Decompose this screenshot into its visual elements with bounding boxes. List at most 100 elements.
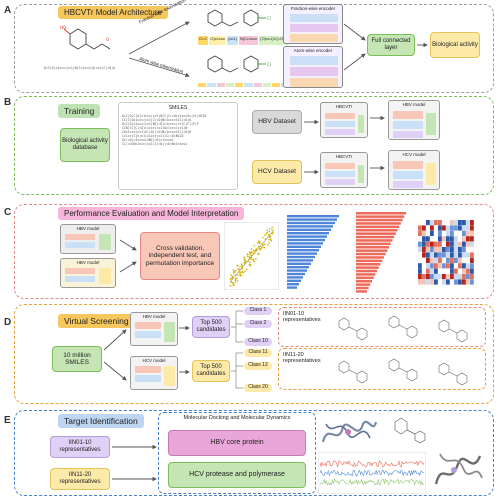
svg-text:Cl: Cl [267, 16, 271, 21]
heatmap-cell [438, 220, 442, 226]
training-arrows [304, 119, 319, 175]
thumbnail-bar [356, 273, 376, 276]
heatmap-cell [466, 252, 470, 258]
svg-text:O: O [106, 37, 109, 42]
heatmap-cell [442, 220, 446, 226]
heatmap-cell [442, 257, 446, 263]
heatmap-cell [442, 236, 446, 242]
heatmap-cell [434, 279, 438, 285]
atom-token [225, 83, 234, 87]
heatmap-cell [446, 247, 450, 253]
scatter-dot [271, 228, 273, 231]
section-b-title: Training [58, 104, 101, 118]
scatter-dot [248, 256, 251, 258]
thumbnail-bar [287, 279, 301, 282]
thumbnail-bar [287, 286, 297, 289]
thumbnail-bar [287, 225, 333, 228]
heatmap-cell [466, 230, 470, 236]
heatmap-cell [466, 220, 470, 226]
hbv-core-protein-box: HBV core protein [168, 430, 306, 456]
heatmap-cell [466, 274, 470, 280]
heatmap-cell [458, 230, 462, 236]
input-smiles: O=C(O)c1ccc(cc1)N(Cc1ccc(O)cc1)C(=O)O [44, 66, 116, 70]
scatter-dot [246, 253, 248, 255]
red-bar-chart-thumbnail [356, 212, 406, 293]
heatmap-cell [458, 252, 462, 258]
scatter-dot [239, 272, 241, 275]
class-chip: Class 10 [244, 338, 272, 346]
model-block [358, 165, 364, 183]
iin11-20-structures [338, 358, 468, 386]
section-c-frame [14, 204, 494, 299]
model-block [99, 268, 111, 284]
atom-encoder-label: Atom-wise encoder [293, 48, 333, 53]
heatmap-cell [442, 247, 446, 253]
heatmap-cell [458, 263, 462, 269]
thumbnail-bar [287, 242, 323, 245]
heatmap-cell [426, 268, 430, 274]
scatter-dot [260, 246, 263, 248]
heatmap-cell [462, 247, 466, 253]
model-block [393, 181, 423, 188]
hcv-protein-structure-thumbnail [434, 453, 483, 485]
model-block [164, 366, 175, 386]
scatter-dot [267, 244, 269, 246]
fc-layer-box: Full connected layer [367, 34, 415, 56]
thumbnail-bar [287, 262, 311, 265]
heatmap-cell [454, 236, 458, 242]
section-a-title: HBCVTr Model Architecture [58, 6, 168, 19]
hbv-model-label: HBV model [402, 102, 426, 107]
heatmap-cell [450, 220, 454, 226]
encoder-layer [290, 56, 338, 65]
model-block [135, 366, 161, 373]
model-block [426, 113, 436, 135]
scatter-dot [238, 268, 241, 270]
hbv-model-output: HBV model [388, 100, 440, 140]
heatmap-cell [434, 263, 438, 269]
heatmap-cell [470, 263, 474, 269]
iin11-20-panel: IIN11-20 representatives [278, 348, 486, 390]
heatmap-cell [418, 268, 422, 274]
e-iin01-10-box: IIN01-10 representatives [50, 436, 110, 458]
scatter-dot [234, 281, 237, 283]
e-connection-arrows [112, 444, 157, 482]
thumbnail-bar [287, 283, 299, 286]
scatter-dot [264, 243, 266, 245]
scatter-dot [255, 248, 258, 250]
scatter-dot [268, 242, 270, 244]
thumbnail-bar [287, 238, 325, 242]
smiles-line: CC(C)Oc1ccc(cc1)C(=O)Nc1ccccc1C(=O)O [122, 118, 192, 122]
scatter-dot [250, 256, 253, 259]
top-candidates-hcv: Top 500 candidates [192, 360, 230, 382]
heatmap-cell [466, 236, 470, 242]
heatmap-cell [418, 220, 422, 226]
input-molecule-structure: HO O [60, 25, 111, 50]
heatmap-cell [422, 274, 426, 280]
scatter-dot [229, 278, 232, 281]
heatmap-cell [426, 241, 430, 247]
heatmap-cell [426, 236, 430, 242]
thumbnail-bar [287, 228, 331, 231]
class-chip: Class 1 [244, 307, 272, 315]
scatter-dot [230, 274, 232, 276]
hcv-model-label: HCV model [402, 152, 426, 157]
fraction-token: (cc1) [227, 36, 238, 45]
heatmap-cell [462, 279, 466, 285]
scatter-dot [243, 256, 246, 258]
thumbnail-bar [356, 229, 398, 232]
scatter-dot [253, 260, 255, 263]
scatter-dot [237, 268, 239, 270]
heatmap-cell [458, 247, 462, 253]
d-hbv-model-label: HBV model [142, 314, 166, 319]
scatter-dot [235, 277, 237, 280]
heatmap-cell [426, 225, 430, 231]
model-block [358, 115, 364, 133]
heatmap-cell [470, 279, 474, 285]
model-block [65, 234, 95, 240]
model-block [325, 163, 355, 169]
section-e-letter: E [4, 415, 11, 426]
heatmap-cell [454, 230, 458, 236]
smiles-library-box: 10 million SMILES [52, 346, 102, 372]
c-hcv-model-label: HBV model [76, 260, 100, 265]
model-block [393, 121, 423, 129]
